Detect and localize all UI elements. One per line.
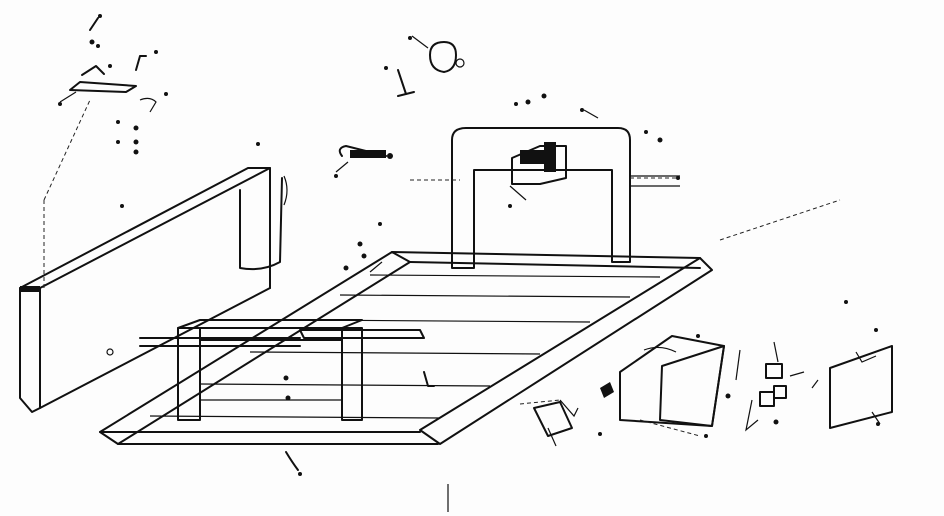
hardware-top-left (59, 17, 157, 155)
side-rail-left (19, 99, 288, 413)
frame-rear (410, 127, 680, 269)
callout-markers (58, 14, 880, 476)
screw-top (397, 69, 415, 97)
hardware-bag-small (533, 399, 579, 447)
fasteners-mid (106, 93, 663, 512)
pin-rod (335, 145, 393, 173)
control-bracket (509, 142, 567, 201)
frame-front (177, 319, 363, 421)
frame-base (99, 251, 713, 445)
bracket-set (725, 341, 819, 432)
guide-lines (519, 199, 841, 437)
end-cap-right (829, 345, 893, 429)
knob (411, 35, 465, 73)
motor-hood (600, 335, 725, 427)
